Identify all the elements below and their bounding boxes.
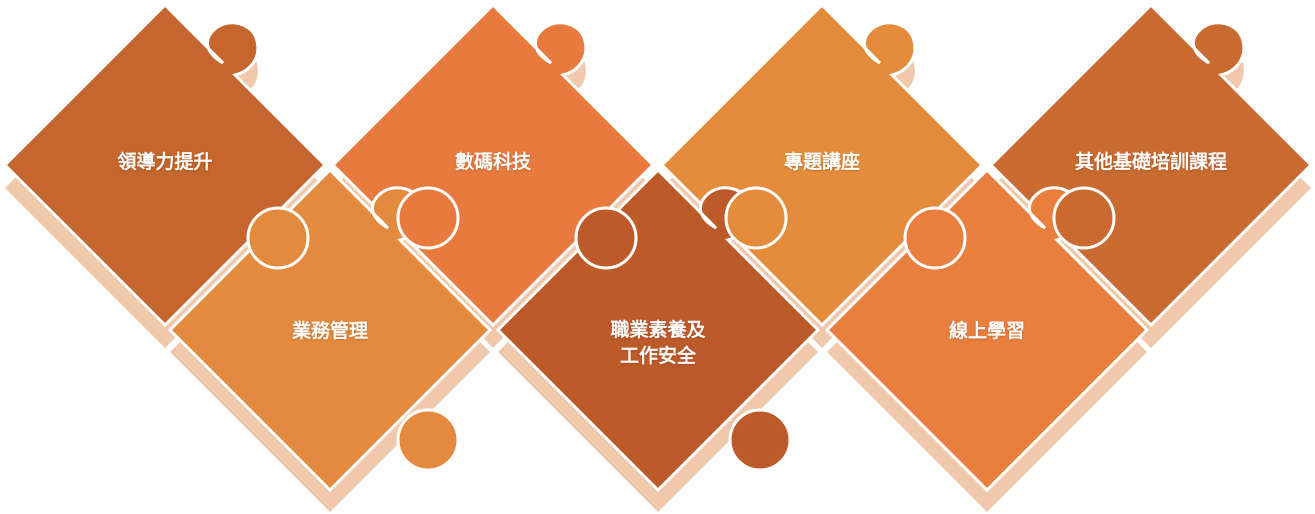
puzzle-knob: [246, 206, 310, 270]
piece-online-learning[interactable]: [825, 168, 1149, 492]
puzzle-knob: [1052, 186, 1116, 250]
puzzle-knob: [728, 408, 792, 472]
puzzle-knob: [724, 186, 788, 250]
puzzle-knob: [396, 186, 460, 250]
puzzle-knob: [903, 206, 967, 270]
puzzle-knob: [574, 206, 638, 270]
piece-professional-ethics[interactable]: [496, 168, 820, 492]
piece-business-management[interactable]: [168, 168, 492, 492]
puzzle-knob: [396, 408, 460, 472]
